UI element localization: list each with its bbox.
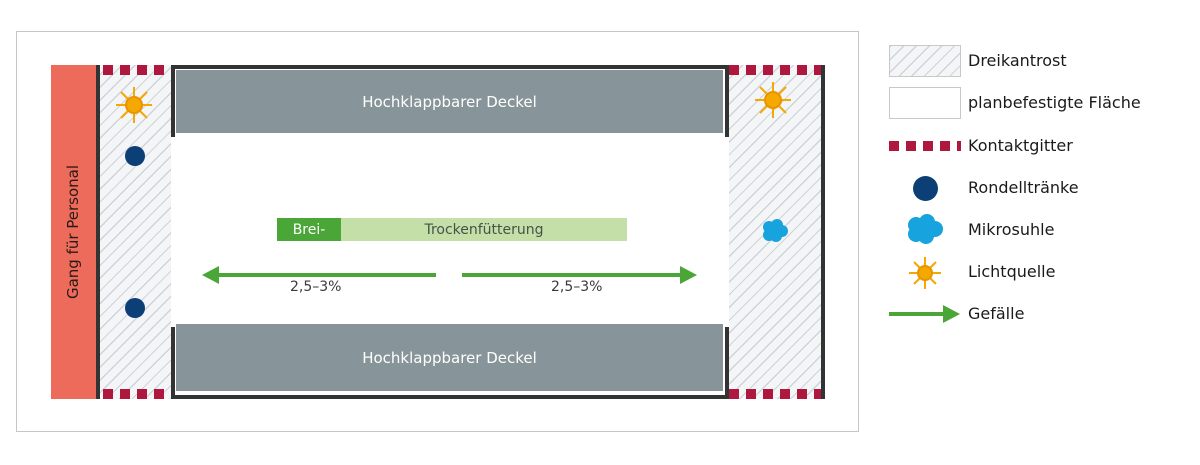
slope-arrow-right (462, 266, 697, 284)
contact-grid-bottom-left (103, 389, 171, 399)
legend-label-solid-floor: planbefestigte Fläche (968, 93, 1141, 112)
feeding-bar-dry: Trockenfütterung (341, 218, 627, 241)
pen-wall-inner-bl (171, 327, 175, 399)
legend-label-slatted: Dreikantrost (968, 51, 1067, 70)
contact-grid-top-right (729, 65, 821, 75)
drinker-icon (125, 146, 145, 166)
legend-label-drinker: Rondelltränke (968, 178, 1079, 197)
legend-swatch-solid-floor (889, 87, 961, 119)
lid-top: Hochklappbarer Deckel (176, 70, 723, 133)
sun-icon (909, 257, 941, 289)
wallow-icon (908, 214, 943, 244)
sun-icon (755, 82, 791, 118)
feeding-bar-mash: Brei- (277, 218, 341, 241)
legend-swatch-contact-grid (889, 141, 961, 151)
pen-wall-right (821, 65, 825, 399)
pen-wall-top (171, 65, 729, 69)
legend-label-wallow: Mikrosuhle (968, 220, 1055, 239)
sun-icon (116, 87, 152, 123)
drinker-icon (913, 176, 938, 201)
pen-wall-inner-br (725, 327, 729, 399)
contact-grid-bottom-right (729, 389, 821, 399)
drinker-icon (125, 298, 145, 318)
legend-label-slope: Gefälle (968, 304, 1025, 323)
wallow-icon (763, 219, 788, 242)
contact-grid-top-left (103, 65, 171, 75)
legend-label-contact-grid: Kontaktgitter (968, 136, 1073, 155)
pen-wall-inner-tr (725, 65, 729, 137)
legend-swatch-slatted (889, 45, 961, 77)
slope-label-right: 2,5–3% (551, 279, 603, 295)
pen-wall-bottom (171, 395, 729, 399)
arrow-right-icon (889, 305, 960, 323)
legend-label-light: Lichtquelle (968, 262, 1056, 281)
pen-wall-left (96, 65, 100, 399)
personnel-aisle (51, 65, 96, 399)
pen-wall-inner-tl (171, 65, 175, 137)
slope-label-left: 2,5–3% (290, 279, 342, 295)
lid-bottom: Hochklappbarer Deckel (176, 324, 723, 391)
slope-arrow-left (202, 266, 436, 284)
